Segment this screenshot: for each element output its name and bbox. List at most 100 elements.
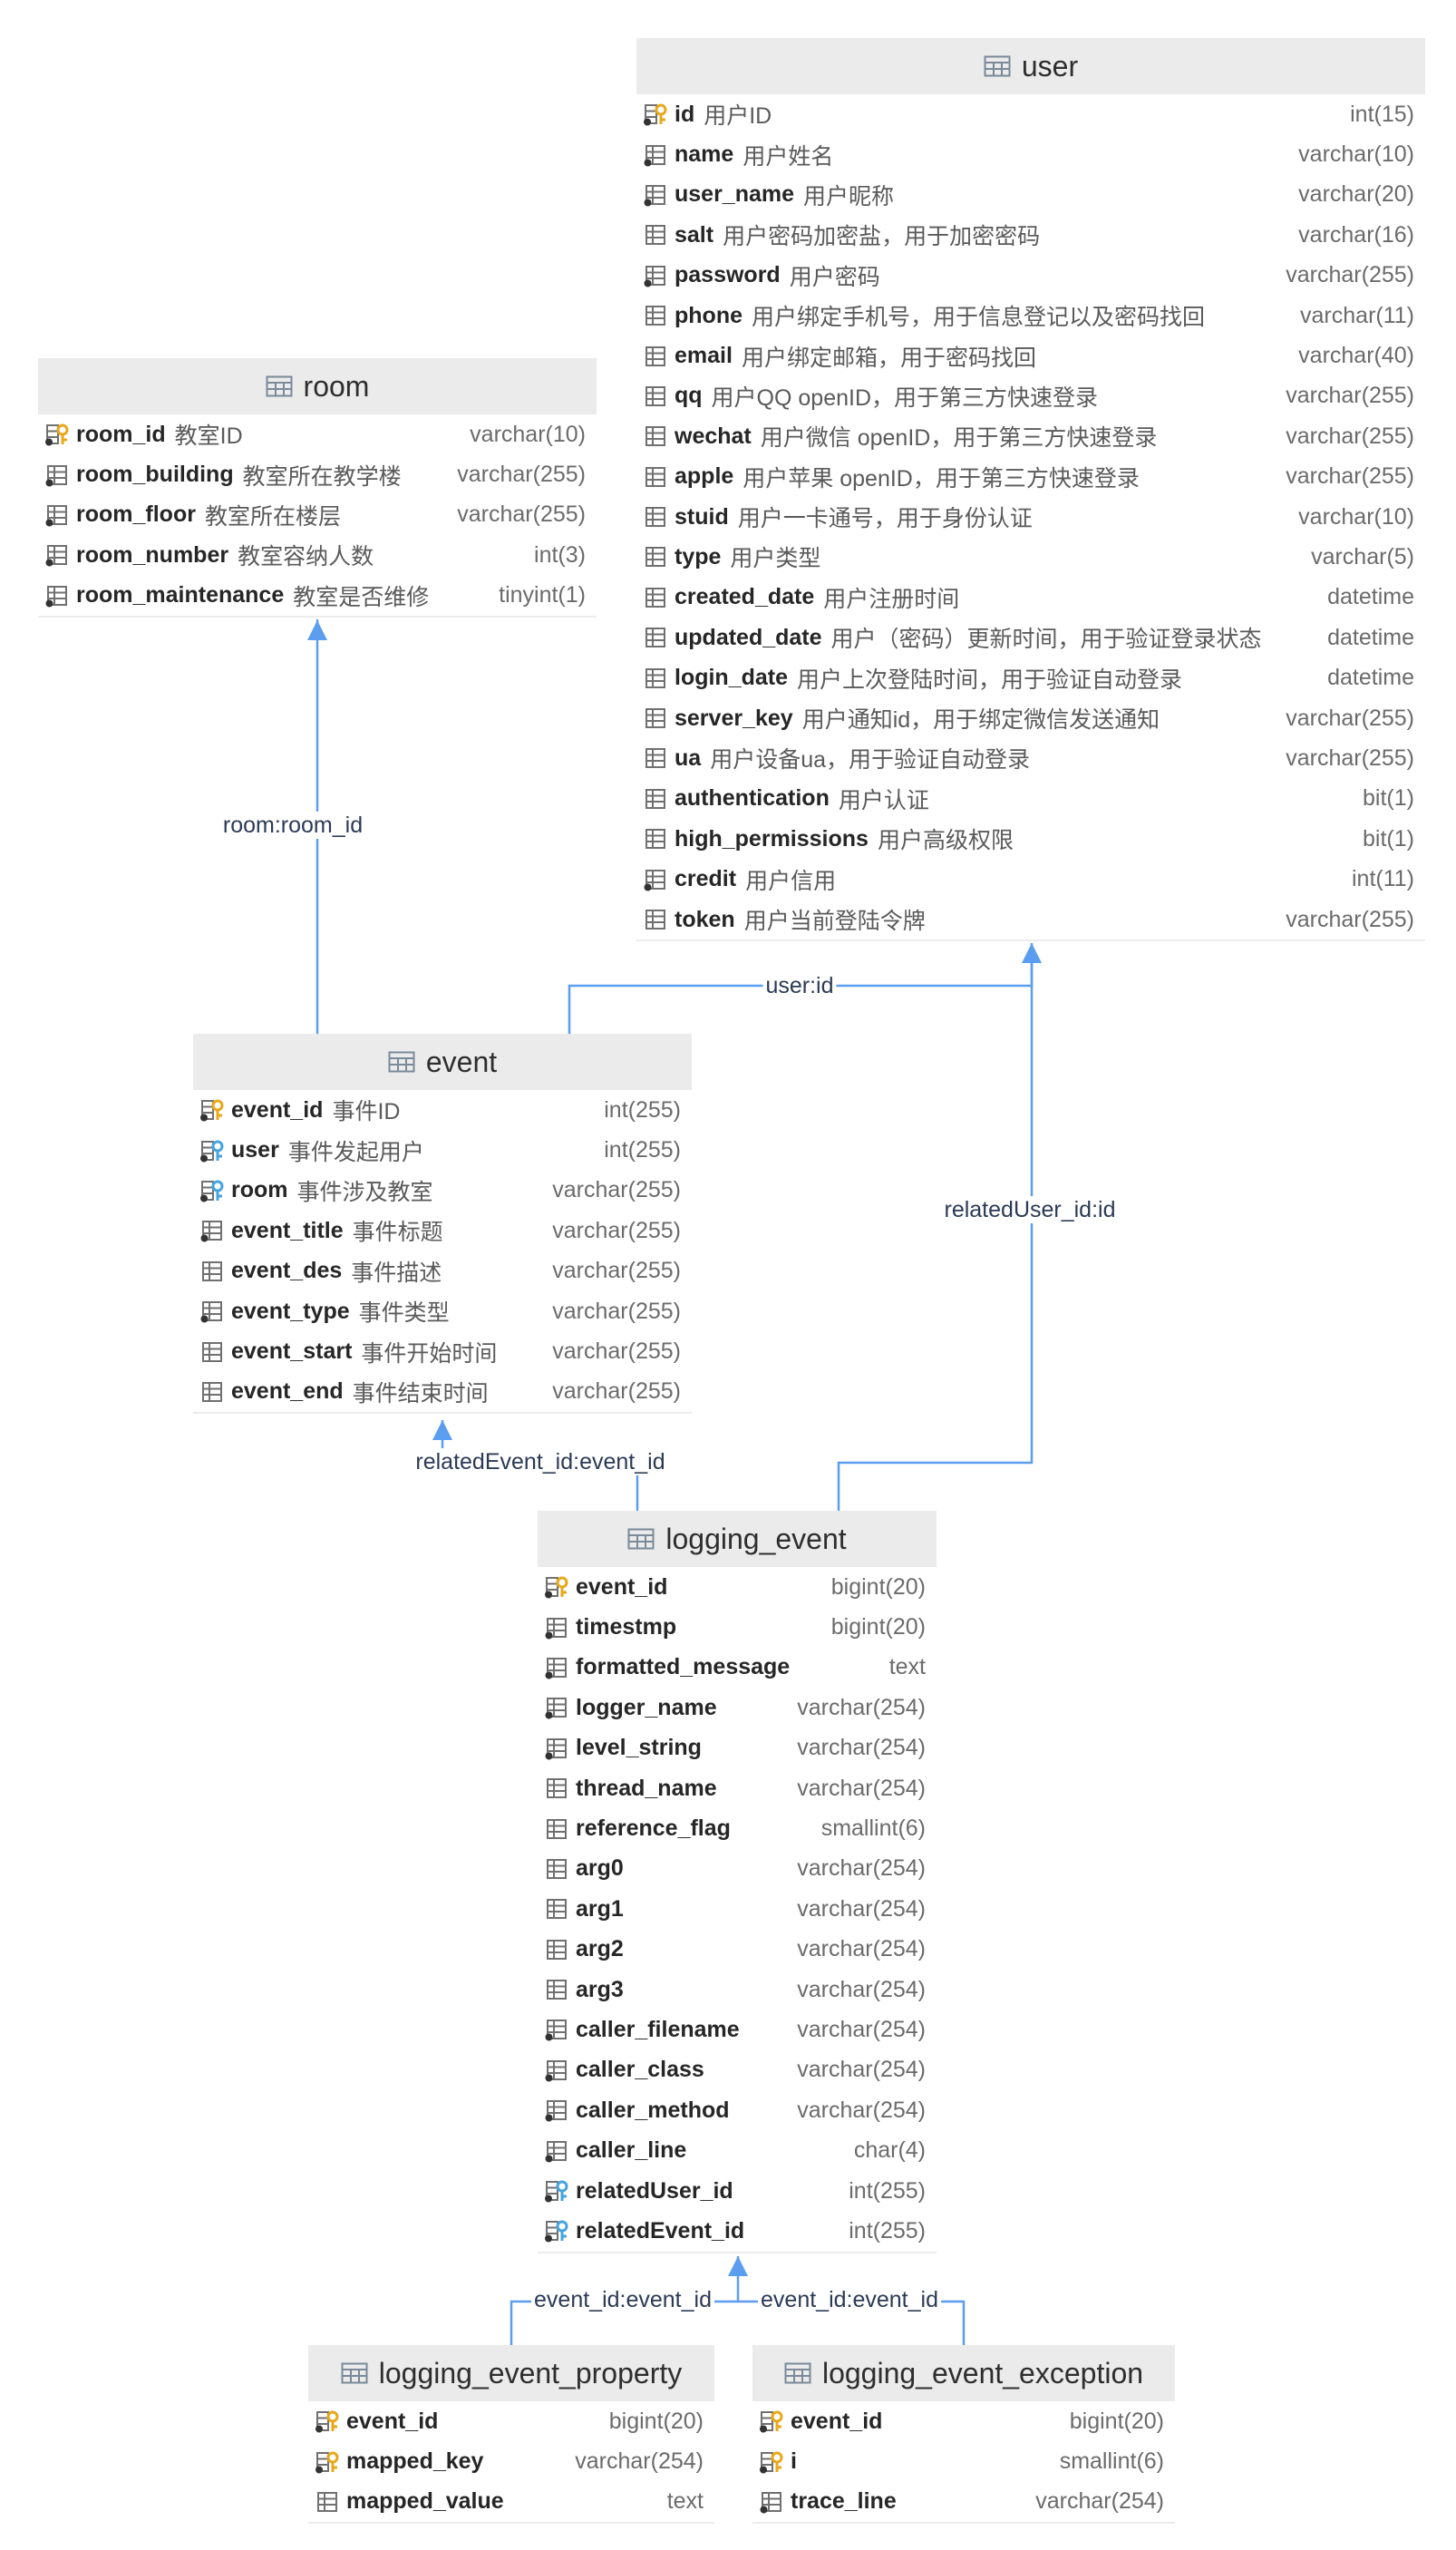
column-type: varchar(255) bbox=[1286, 705, 1414, 731]
column-type: varchar(255) bbox=[1286, 906, 1414, 932]
column-name: relatedUser_id bbox=[576, 2177, 733, 2204]
column-type: varchar(10) bbox=[1298, 141, 1414, 168]
column-comment: 用户姓名 bbox=[743, 143, 834, 170]
not-null-column-icon bbox=[760, 2490, 791, 2514]
column-type: varchar(255) bbox=[1286, 463, 1414, 490]
table-name: event bbox=[425, 1045, 498, 1078]
table-name: room bbox=[303, 369, 370, 403]
foreign-key-icon bbox=[200, 1139, 231, 1163]
column-comment: 用户注册时间 bbox=[823, 586, 960, 612]
column-type: bigint(20) bbox=[830, 1614, 926, 1640]
column-type: varchar(255) bbox=[1286, 423, 1414, 449]
table-header[interactable]: user bbox=[636, 38, 1425, 94]
table-header[interactable]: logging_event bbox=[538, 1511, 937, 1567]
table-icon bbox=[627, 1528, 655, 1550]
relation-label: event_id:event_id bbox=[531, 2286, 714, 2313]
table-icon bbox=[266, 375, 293, 397]
column-icon bbox=[644, 505, 675, 529]
table-header[interactable]: logging_event_property bbox=[308, 2345, 714, 2401]
relation-label: user:id bbox=[762, 972, 837, 999]
column-name: event_start bbox=[231, 1338, 353, 1365]
column-name: caller_method bbox=[576, 2097, 730, 2123]
column-comment: 用户绑定邮箱，用于密码找回 bbox=[741, 345, 1036, 371]
arrow-logging-event bbox=[728, 2256, 748, 2276]
foreign-key-icon bbox=[545, 2179, 576, 2203]
primary-key-icon bbox=[315, 2450, 346, 2474]
column-comment: 用户认证 bbox=[838, 787, 929, 813]
column-name: logger_name bbox=[576, 1694, 717, 1720]
table-header[interactable]: room bbox=[38, 358, 597, 414]
column-name: server_key bbox=[675, 705, 793, 731]
column-type: varchar(255) bbox=[552, 1217, 681, 1243]
table-header[interactable]: logging_event_exception bbox=[752, 2345, 1175, 2401]
table-header[interactable]: event bbox=[193, 1034, 692, 1090]
column-name: formatted_message bbox=[576, 1654, 791, 1680]
column-comment: 事件涉及教室 bbox=[296, 1179, 433, 1205]
primary-key-icon bbox=[45, 423, 76, 446]
